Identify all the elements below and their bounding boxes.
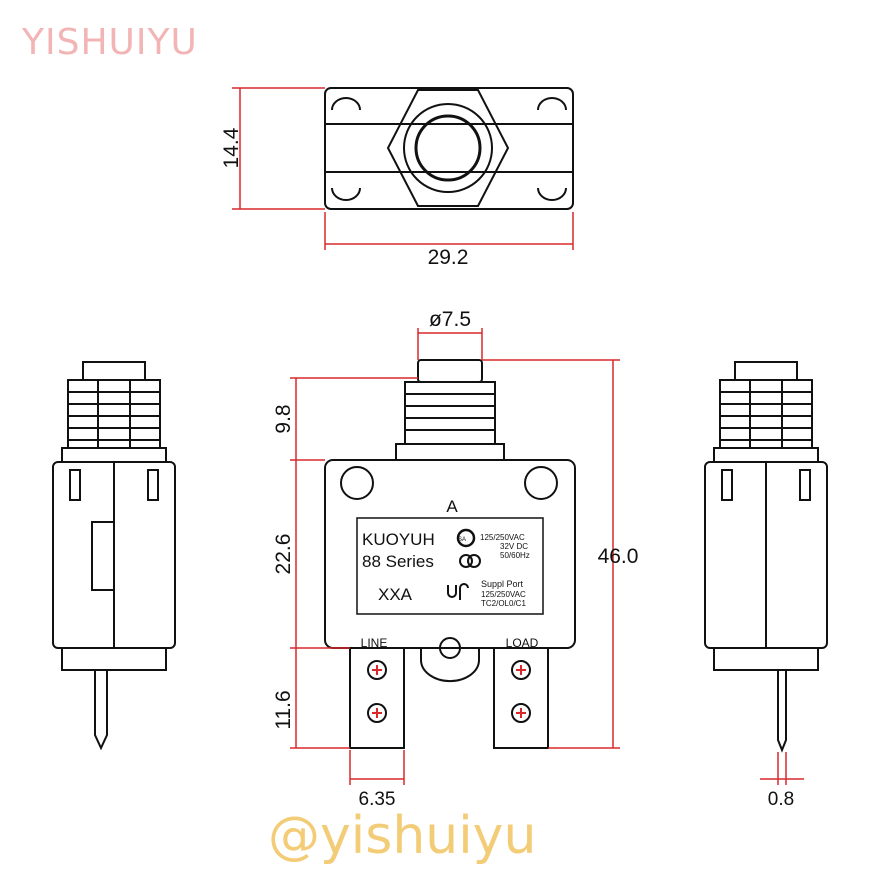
hex-nut [386, 89, 510, 207]
mount-hole-left [340, 466, 374, 500]
dim-body-height: 22.6 [272, 534, 295, 575]
front-thread [404, 381, 496, 445]
dim-total-height: 46.0 [598, 545, 639, 568]
line-label: LINE [361, 636, 388, 650]
left-terminal [94, 670, 108, 751]
terminal-line [349, 647, 405, 749]
front-view-dimensions [290, 328, 620, 785]
top-view-dimensions [232, 87, 574, 250]
left-thread [67, 379, 161, 449]
dim-terminal-width: 6.35 [359, 789, 396, 810]
nut-ring [403, 103, 493, 193]
dim-button-diameter: ø7.5 [429, 308, 471, 331]
front-body [324, 459, 576, 649]
voltage-dc: 32V DC [500, 542, 528, 551]
left-cap [82, 361, 146, 381]
dim-top-width: 29.2 [428, 246, 469, 269]
load-label: LOAD [506, 636, 539, 650]
terminal-load-hole-1 [511, 660, 531, 680]
terminal-line-hole-1 [367, 660, 387, 680]
right-side-view [704, 361, 828, 753]
brand-name: KUOYUH [362, 530, 435, 549]
amp-rating: XXA [378, 585, 413, 604]
terminal-load-hole-2 [511, 703, 531, 723]
front-button [417, 359, 483, 383]
right-thread [719, 379, 813, 449]
mount-hole-right [524, 466, 558, 500]
right-cap [734, 361, 798, 381]
dim-button-height: 9.8 [272, 404, 295, 433]
right-terminal [777, 670, 787, 753]
dim-terminal-thickness: 0.8 [768, 789, 794, 810]
top-view [324, 87, 574, 210]
terminal-line-hole-2 [367, 703, 387, 723]
frequency: 50/60Hz [500, 551, 530, 560]
watermark-bottom: @yishuiyu [268, 806, 537, 866]
button-top [414, 114, 482, 182]
support-voltage: 125/250VAC [481, 590, 526, 599]
dim-top-height: 14.4 [220, 127, 243, 168]
top-view-body [324, 87, 574, 210]
front-view [324, 359, 576, 749]
series-name: 88 Series [362, 552, 434, 571]
cert-mark: SA [458, 537, 466, 543]
support-title: Suppl Port [481, 579, 524, 589]
right-view-dimensions [760, 752, 804, 785]
rating-letter: A [446, 497, 458, 516]
voltage-ac: 125/250VAC [480, 533, 525, 542]
ur-mark-icon [447, 583, 469, 600]
support-codes: TC2/OL0/C1 [481, 599, 526, 608]
left-side-view [52, 361, 176, 751]
rating-label [356, 517, 544, 615]
terminal-load [493, 647, 549, 749]
watermark-top: YISHUIYU [22, 22, 198, 63]
terminal-hole-marks [372, 665, 526, 718]
dim-terminal-height: 11.6 [272, 690, 295, 729]
